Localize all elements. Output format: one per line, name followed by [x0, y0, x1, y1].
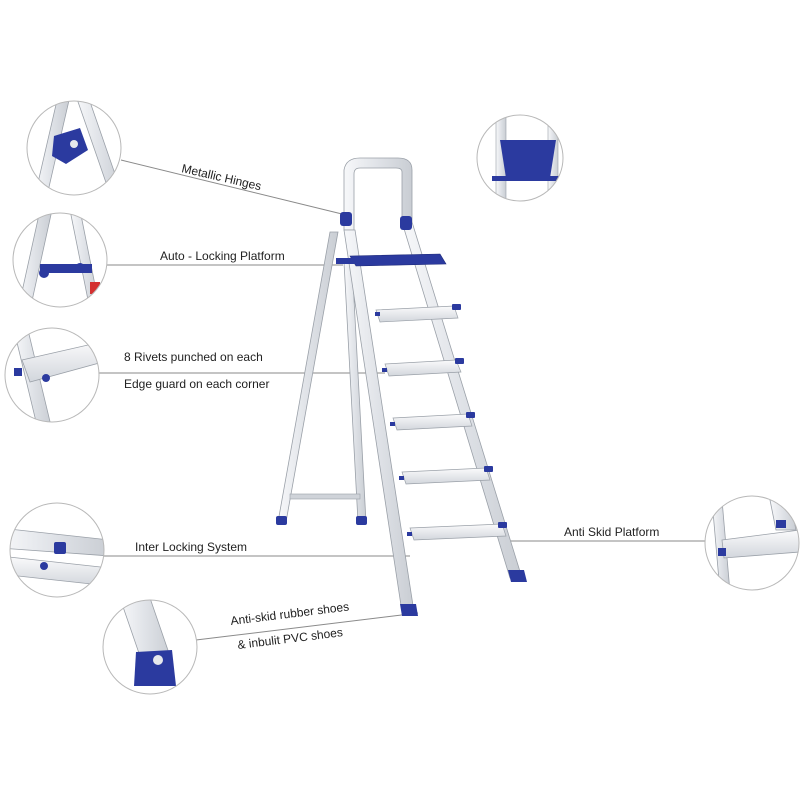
- label-metallic-hinges: Metallic Hinges: [180, 161, 262, 193]
- ladder: [276, 157, 527, 616]
- back-leg-left: [277, 231, 339, 523]
- detail-top-platform: [476, 114, 564, 202]
- back-leg-foot-left: [276, 516, 287, 525]
- detail-anti-skid-platform: [704, 495, 800, 591]
- step-5: [409, 523, 507, 541]
- back-leg-foot-right: [356, 516, 367, 525]
- hinge-right: [400, 216, 412, 230]
- step-5-rivet: [407, 532, 412, 536]
- back-crossbar: [289, 493, 361, 500]
- step-1-cap: [452, 304, 461, 310]
- leader-metallic-hinges: [120, 159, 343, 215]
- label-anti-skid-platform: Anti Skid Platform: [564, 525, 659, 539]
- label-pvc-shoes: & inbulit PVC shoes: [237, 625, 344, 652]
- step-2: [384, 359, 462, 377]
- step-2-cap: [455, 358, 464, 364]
- step-4-rivet: [399, 476, 404, 480]
- hinge-left: [340, 212, 352, 226]
- step-3-cap: [466, 412, 475, 418]
- label-rivets: 8 Rivets punched on each: [124, 350, 263, 364]
- step-3: [392, 413, 473, 431]
- step-2-rivet: [382, 368, 387, 372]
- platform-lock: [336, 258, 358, 264]
- detail-inter-locking: [9, 502, 105, 598]
- step-4: [401, 467, 491, 485]
- detail-metallic-hinge: [26, 100, 122, 196]
- front-foot-right: [508, 570, 527, 582]
- step-4-cap: [484, 466, 493, 472]
- step-1-rivet: [375, 312, 380, 316]
- detail-anti-skid-shoes: [102, 599, 198, 695]
- detail-rivets: [4, 327, 100, 423]
- leader-lines: [99, 159, 705, 641]
- leader-anti-skid-shoes: [195, 612, 419, 641]
- step-1: [375, 305, 459, 323]
- detail-auto-locking: [12, 212, 108, 308]
- top-platform: [349, 253, 447, 267]
- label-auto-locking: Auto - Locking Platform: [160, 249, 285, 263]
- front-foot-left: [400, 604, 418, 616]
- step-3-rivet: [390, 422, 395, 426]
- label-inter-locking: Inter Locking System: [135, 540, 247, 554]
- step-5-cap: [498, 522, 507, 528]
- label-edge-guard: Edge guard on each corner: [124, 377, 269, 391]
- steps: [375, 304, 507, 541]
